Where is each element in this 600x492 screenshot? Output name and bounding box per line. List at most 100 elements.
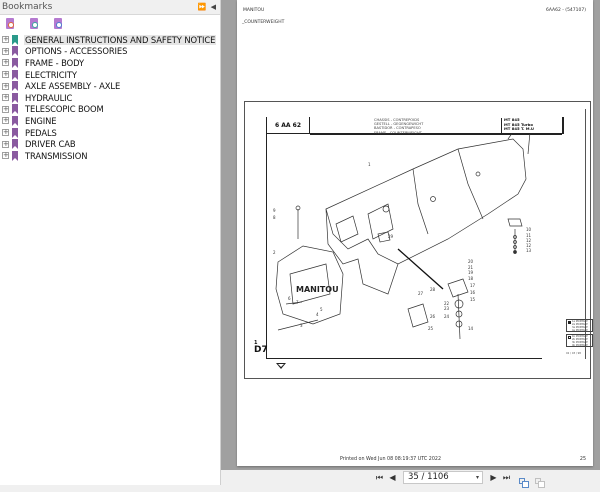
bookmark-electricity[interactable]: + ELECTRICITY bbox=[0, 69, 220, 81]
svg-text:1: 1 bbox=[368, 162, 371, 167]
chevron-down-icon[interactable]: ▾ bbox=[475, 474, 479, 481]
page-number-input[interactable]: 35 / 1106 ▾ bbox=[403, 471, 483, 484]
bookmark-label: PEDALS bbox=[25, 127, 57, 138]
bookmark-label: ELECTRICITY bbox=[25, 69, 77, 80]
bookmark-icon bbox=[12, 127, 18, 138]
bookmarks-toolbar bbox=[0, 16, 220, 32]
bookmark-label: ENGINE bbox=[25, 115, 57, 126]
svg-text:22: 22 bbox=[444, 301, 450, 306]
bookmark-transmission[interactable]: + TRANSMISSION bbox=[0, 150, 220, 162]
svg-text:23: 23 bbox=[444, 306, 450, 311]
bookmark-options-accessories[interactable]: + OPTIONS - ACCESSORIES bbox=[0, 46, 220, 58]
expand-icon[interactable]: + bbox=[2, 81, 9, 90]
bookmark-frame-body[interactable]: + FRAME - BODY bbox=[0, 57, 220, 69]
close-panel-icon[interactable]: ◀ bbox=[210, 3, 216, 11]
bookmark-expand-icon[interactable] bbox=[5, 18, 15, 30]
bookmark-hydraulic[interactable]: + HYDRAULIC bbox=[0, 92, 220, 104]
svg-text:8: 8 bbox=[273, 215, 276, 220]
printed-timestamp: Printed on Wed Jun 08 08:19:37 UTC 2022 bbox=[340, 457, 441, 462]
bookmark-label: DRIVER CAB bbox=[25, 139, 76, 150]
expand-icon[interactable]: + bbox=[2, 116, 9, 125]
svg-text:24: 24 bbox=[444, 314, 450, 319]
bookmark-engine[interactable]: + ENGINE bbox=[0, 115, 220, 127]
bookmark-telescopic-boom[interactable]: + TELESCOPIC BOOM bbox=[0, 104, 220, 116]
svg-text:26: 26 bbox=[430, 314, 436, 319]
bookmark-add-icon[interactable] bbox=[29, 18, 39, 30]
bookmark-label: FRAME - BODY bbox=[25, 57, 84, 68]
svg-text:5: 5 bbox=[320, 307, 323, 312]
bookmark-general-instructions[interactable]: + GENERAL INSTRUCTIONS AND SAFETY NOTICE bbox=[0, 34, 220, 46]
bookmark-icon bbox=[12, 150, 18, 161]
bookmark-icon bbox=[12, 81, 18, 92]
first-page-button[interactable]: ⏮ bbox=[375, 472, 384, 482]
next-page-button[interactable]: ▶ bbox=[490, 473, 497, 482]
bookmark-label: TELESCOPIC BOOM bbox=[25, 104, 104, 115]
bookmarks-panel: Bookmarks ⏩ ◀ + GENERAL INSTRUCTIONS AND… bbox=[0, 0, 221, 485]
previous-page-button[interactable]: ◀ bbox=[389, 473, 396, 482]
expand-icon[interactable]: + bbox=[2, 139, 9, 148]
expand-icon[interactable]: + bbox=[2, 35, 9, 44]
svg-text:20: 20 bbox=[468, 259, 474, 264]
pdf-page: MANITOU 6AA62 - (547107) _COUNTERWEIGHT … bbox=[237, 0, 593, 466]
frame-line bbox=[585, 109, 586, 359]
bookmark-icon bbox=[12, 69, 18, 80]
drawing-ref: 02 / 03 / 98 bbox=[566, 352, 581, 355]
svg-text:3: 3 bbox=[300, 323, 303, 328]
bookmark-icon bbox=[12, 46, 18, 57]
bookmark-icon bbox=[12, 92, 18, 103]
svg-text:2: 2 bbox=[273, 250, 276, 255]
expand-icon[interactable]: + bbox=[2, 104, 9, 113]
bookmark-icon bbox=[12, 115, 18, 126]
bookmark-pedals[interactable]: + PEDALS bbox=[0, 127, 220, 139]
bookmark-tree: + GENERAL INSTRUCTIONS AND SAFETY NOTICE… bbox=[0, 34, 220, 162]
svg-text:11: 11 bbox=[526, 233, 532, 238]
expand-icon[interactable]: + bbox=[2, 128, 9, 137]
bookmark-label: AXLE ASSEMBLY - AXLE bbox=[25, 81, 121, 92]
bookmark-axle-assembly[interactable]: + AXLE ASSEMBLY - AXLE bbox=[0, 80, 220, 92]
svg-text:4: 4 bbox=[316, 312, 319, 317]
drawing-inner-frame bbox=[266, 134, 542, 359]
svg-text:25: 25 bbox=[428, 326, 434, 331]
bookmark-label: TRANSMISSION bbox=[25, 150, 88, 161]
expand-icon[interactable]: + bbox=[2, 93, 9, 102]
expand-icon[interactable]: + bbox=[2, 58, 9, 67]
bookmark-label: GENERAL INSTRUCTIONS AND SAFETY NOTICE bbox=[24, 34, 217, 45]
svg-text:15: 15 bbox=[470, 297, 476, 302]
page-number: 25 bbox=[579, 457, 586, 462]
bookmark-label: OPTIONS - ACCESSORIES bbox=[25, 46, 128, 57]
collapse-panel-icon[interactable]: ⏩ bbox=[197, 3, 207, 11]
svg-text:MANITOU: MANITOU bbox=[296, 285, 339, 294]
bookmark-icon bbox=[12, 34, 18, 45]
bookmark-label: HYDRAULIC bbox=[25, 92, 73, 103]
triangle-marker-icon bbox=[276, 363, 286, 369]
svg-text:13: 13 bbox=[526, 248, 532, 253]
svg-text:10: 10 bbox=[526, 227, 532, 232]
bookmark-driver-cab[interactable]: + DRIVER CAB bbox=[0, 138, 220, 150]
exploded-parts-diagram: MANITOU 123 bbox=[273, 134, 532, 340]
bookmark-search-icon[interactable] bbox=[53, 18, 63, 30]
last-page-button[interactable]: ⏭ bbox=[502, 472, 511, 482]
drawing-code: 6 AA 62 bbox=[275, 122, 301, 129]
svg-text:14: 14 bbox=[468, 326, 474, 331]
bookmark-icon bbox=[12, 57, 18, 68]
page-mark: 1 D7 bbox=[254, 340, 268, 355]
drawing-descriptions: CHASSIS - CONTREPOIDS GESTELL - GEGENGEW… bbox=[374, 118, 424, 135]
expand-icon[interactable]: + bbox=[2, 46, 9, 55]
svg-text:27: 27 bbox=[418, 291, 424, 296]
svg-text:18: 18 bbox=[468, 276, 474, 281]
panel-splitter[interactable] bbox=[221, 0, 227, 485]
page-navigation-bar: ⏮ ◀ 35 / 1106 ▾ ▶ ⏭ bbox=[221, 470, 600, 488]
go-back-view-icon[interactable] bbox=[519, 473, 529, 488]
svg-text:16: 16 bbox=[470, 290, 476, 295]
expand-icon[interactable]: + bbox=[2, 151, 9, 160]
drawing-title-block: 6 AA 62 CHASSIS - CONTREPOIDS GESTELL - … bbox=[266, 117, 566, 135]
bookmark-icon bbox=[12, 104, 18, 115]
expand-icon[interactable]: + bbox=[2, 70, 9, 79]
go-forward-view-icon[interactable] bbox=[535, 473, 545, 488]
svg-text:12: 12 bbox=[526, 238, 532, 243]
page-brand: MANITOU bbox=[243, 8, 265, 13]
document-viewport[interactable]: MANITOU 6AA62 - (547107) _COUNTERWEIGHT … bbox=[227, 0, 600, 470]
svg-text:9: 9 bbox=[273, 208, 276, 213]
